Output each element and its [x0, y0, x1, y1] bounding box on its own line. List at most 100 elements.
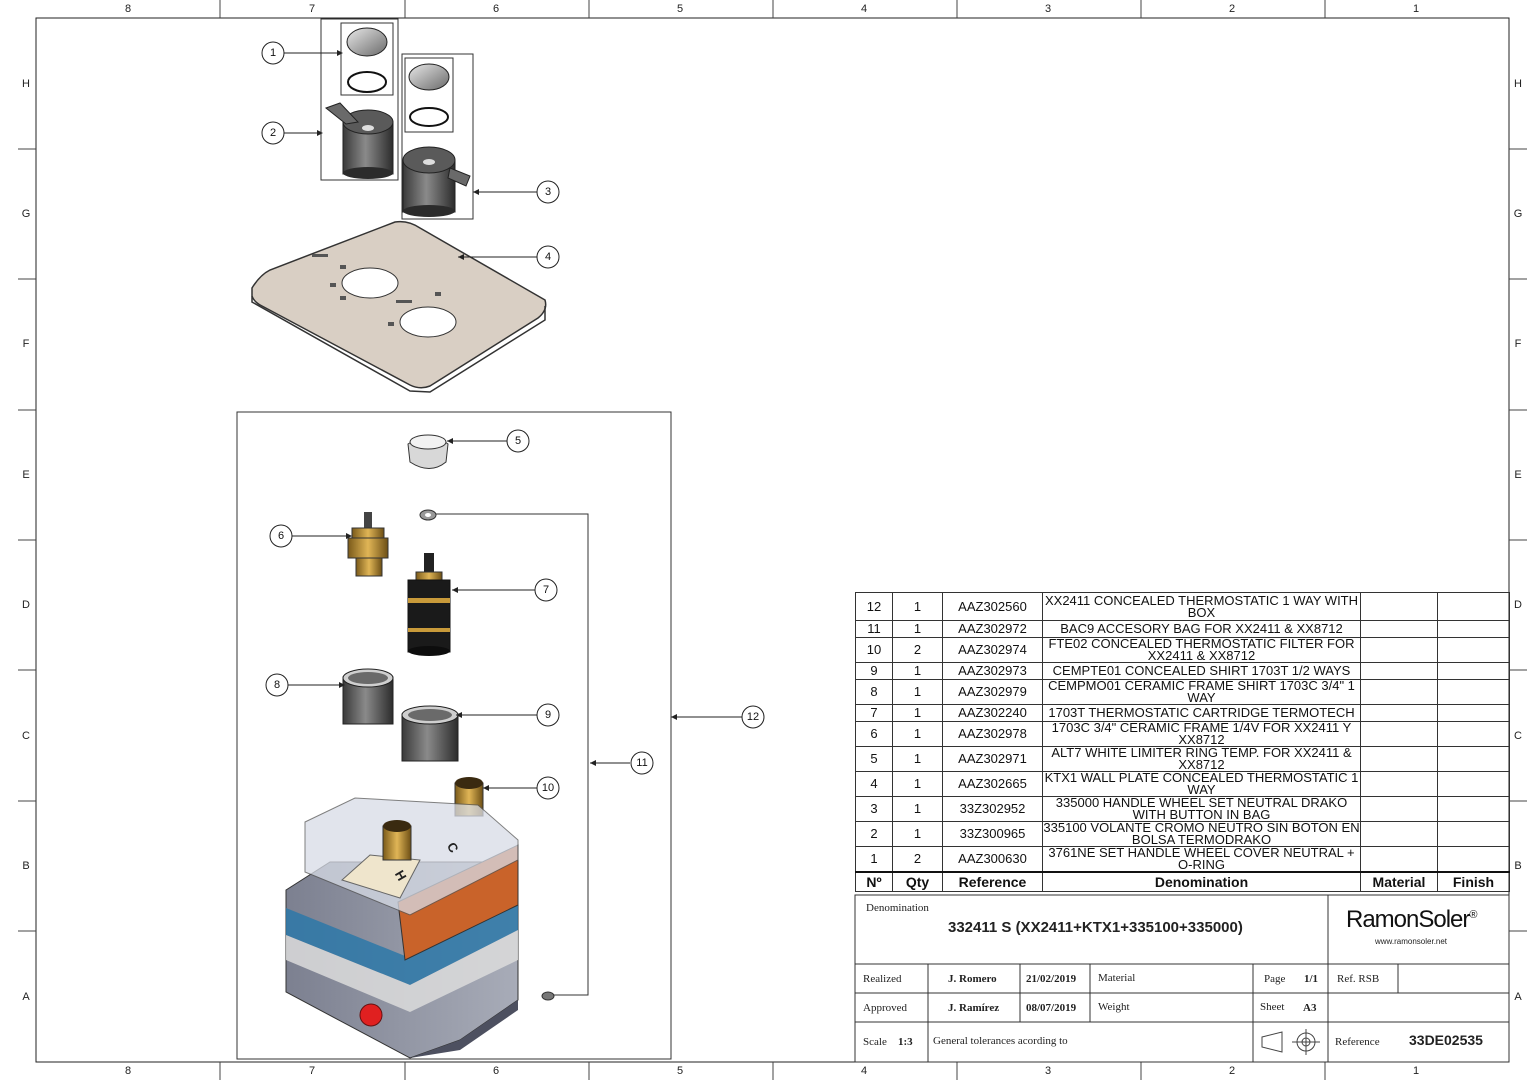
zone-col-label: 2 — [1228, 3, 1236, 15]
bom-cell-reference: AAZ302974 — [942, 637, 1043, 663]
zone-row-label: E — [1514, 469, 1522, 481]
bom-header-row: Nº Qty Reference Denomination Material F… — [855, 871, 1510, 892]
zone-row-label: H — [22, 78, 30, 90]
registered-mark: ® — [1469, 909, 1477, 921]
brand-name: RamonSoler — [1346, 906, 1470, 933]
denomination-label: Denomination — [866, 902, 929, 914]
bom-cell-qty: 1 — [892, 679, 943, 705]
brand-website: www.ramonsoler.net — [1375, 937, 1448, 946]
zone-row-label: H — [1514, 78, 1522, 90]
bom-cell-finish — [1437, 721, 1510, 747]
bom-cell-reference: AAZ302560 — [942, 592, 1043, 621]
realized-label: Realized — [863, 973, 902, 985]
zone-col-label: 4 — [860, 3, 868, 15]
material-label: Material — [1098, 972, 1136, 984]
bom-cell-reference: AAZ302971 — [942, 746, 1043, 772]
callout-7: 7 — [542, 584, 550, 596]
reference-label: Reference — [1335, 1036, 1380, 1048]
zone-col-label: 3 — [1044, 3, 1052, 15]
bom-cell-reference: AAZ302978 — [942, 721, 1043, 747]
bom-cell-denomination: XX2411 CONCEALED THERMOSTATIC 1 WAY WITH… — [1042, 592, 1361, 621]
bom-header-finish: Finish — [1437, 871, 1510, 892]
bom-cell-denomination: 1703T THERMOSTATIC CARTRIDGE TERMOTECH — [1042, 704, 1361, 722]
zone-col-label: 7 — [308, 1065, 316, 1077]
zone-row-label: B — [1514, 860, 1522, 872]
scale-label: Scale — [863, 1036, 887, 1048]
zone-col-label: 7 — [308, 3, 316, 15]
bom-cell-material — [1360, 746, 1438, 772]
bom-cell-denomination: 335000 HANDLE WHEEL SET NEUTRAL DRAKO WI… — [1042, 796, 1361, 822]
zone-row-label: G — [21, 208, 31, 220]
callout-8: 8 — [273, 679, 281, 691]
bom-header-material: Material — [1360, 871, 1438, 892]
zone-col-label: 5 — [676, 1065, 684, 1077]
bom-cell-qty: 2 — [892, 637, 943, 663]
reference-value: 33DE02535 — [1409, 1032, 1483, 1048]
bom-cell-material — [1360, 637, 1438, 663]
brand-logo: RamonSoler® — [1346, 906, 1478, 934]
bom-cell-reference: AAZ302665 — [942, 771, 1043, 797]
bom-header-reference: Reference — [942, 871, 1043, 892]
realized-by: J. Romero — [948, 973, 997, 985]
tolerances-note: General tolerances acording to — [933, 1035, 1068, 1047]
zone-col-label: 6 — [492, 1065, 500, 1077]
sheet-value: A3 — [1303, 1002, 1317, 1014]
zone-col-label: 8 — [124, 3, 132, 15]
scale-value: 1:3 — [898, 1036, 913, 1048]
bom-cell-denomination: FTE02 CONCEALED THERMOSTATIC FILTER FOR … — [1042, 637, 1361, 663]
zone-row-label: C — [1514, 730, 1522, 742]
realized-date: 21/02/2019 — [1026, 973, 1077, 985]
callout-5: 5 — [514, 435, 522, 447]
sheet-label: Sheet — [1260, 1001, 1285, 1013]
callout-10: 10 — [541, 782, 555, 794]
bom-cell-denomination: 1703C 3/4" CERAMIC FRAME 1/4V FOR XX2411… — [1042, 721, 1361, 747]
zone-row-label: D — [1514, 599, 1522, 611]
callout-1: 1 — [269, 47, 277, 59]
bom-cell-qty: 1 — [892, 746, 943, 772]
bom-cell-qty: 1 — [892, 821, 943, 847]
bom-cell-reference: 33Z302952 — [942, 796, 1043, 822]
weight-label: Weight — [1098, 1001, 1130, 1013]
bom-cell-reference: 33Z300965 — [942, 821, 1043, 847]
zone-row-label: A — [22, 991, 30, 1003]
bom-cell-denomination: 335100 VOLANTE CROMO NEUTRO SIN BOTON EN… — [1042, 821, 1361, 847]
drawing-title: 332411 S (XX2411+KTX1+335100+335000) — [948, 919, 1243, 936]
bom-cell-reference: AAZ300630 — [942, 846, 1043, 873]
callout-6: 6 — [277, 530, 285, 542]
zone-row-label: F — [22, 338, 30, 350]
zone-col-label: 3 — [1044, 1065, 1052, 1077]
zone-row-label: D — [22, 599, 30, 611]
page-value: 1/1 — [1304, 973, 1319, 985]
callout-11: 11 — [636, 757, 648, 769]
bom-header-denomination: Denomination — [1042, 871, 1361, 892]
approved-label: Approved — [863, 1002, 907, 1014]
bom-cell-denomination: ALT7 WHITE LIMITER RING TEMP. FOR XX2411… — [1042, 746, 1361, 772]
zone-col-label: 1 — [1412, 1065, 1420, 1077]
bom-cell-material — [1360, 721, 1438, 747]
callout-3: 3 — [544, 186, 552, 198]
callout-2: 2 — [269, 127, 277, 139]
zone-col-label: 8 — [124, 1065, 132, 1077]
zone-col-label: 2 — [1228, 1065, 1236, 1077]
zone-row-label: C — [22, 730, 30, 742]
zone-col-label: 6 — [492, 3, 500, 15]
bom-cell-finish — [1437, 746, 1510, 772]
callout-9: 9 — [544, 709, 552, 721]
bom-cell-finish — [1437, 821, 1510, 847]
zone-col-label: 4 — [860, 1065, 868, 1077]
ref-rsb-label: Ref. RSB — [1337, 973, 1380, 985]
zone-row-label: E — [22, 469, 30, 481]
callout-4: 4 — [544, 251, 552, 263]
